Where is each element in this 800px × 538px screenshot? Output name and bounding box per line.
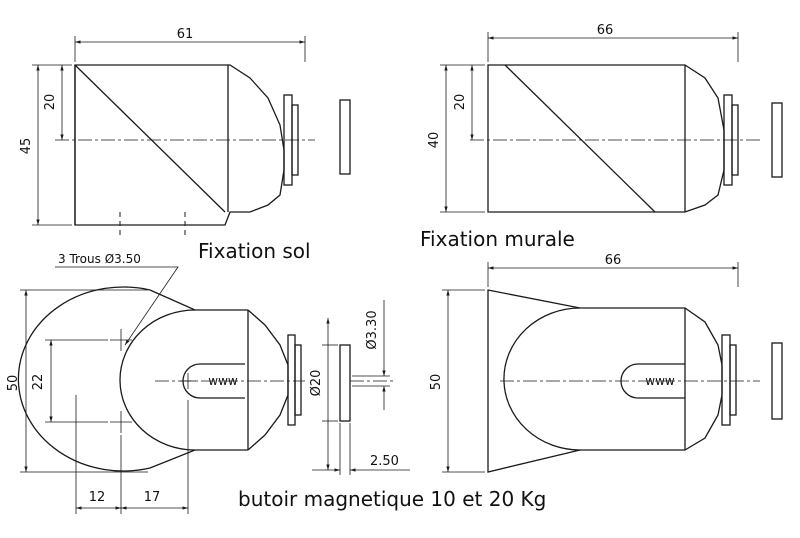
mounting-holes [110, 329, 132, 433]
view-wall-plan: www 66 50 [429, 253, 783, 473]
dim-offset-a: 12 [89, 490, 106, 505]
caption-wall-mount: Fixation murale [420, 227, 575, 251]
holes-note: 3 Trous Ø3.50 [58, 252, 141, 266]
dim-wall-plan-height: 50 [429, 374, 444, 391]
dim-wall-width: 66 [597, 23, 614, 38]
dim-disc-thickness: 2.50 [370, 454, 399, 469]
floor-plan-base [17, 286, 151, 472]
dim-hole-spacing: 22 [31, 374, 46, 391]
caption-floor-mount: Fixation sol [198, 239, 311, 263]
svg-text:www: www [208, 374, 238, 388]
svg-text:www: www [645, 374, 675, 388]
dim-floor-height-half: 20 [43, 94, 58, 111]
floor-mount-body [74, 64, 285, 226]
floor-plan-body [247, 309, 289, 451]
view-wall-mount: 66 40 20 Fixation murale [420, 23, 783, 251]
wall-plan-disc [771, 342, 783, 420]
plan-disc [339, 344, 351, 422]
dim-wall-plan-width: 66 [605, 253, 622, 268]
floor-mount-disc [339, 99, 351, 175]
wall-mount-body [487, 64, 725, 213]
wall-mount-disc [771, 102, 783, 178]
dim-disc-diameter: Ø20 [309, 370, 324, 397]
dim-floor-width: 61 [177, 27, 194, 42]
dim-wall-height-half: 20 [453, 94, 468, 111]
dim-floor-height-total: 45 [19, 138, 34, 155]
dim-hole-diameter: Ø3.30 [365, 310, 380, 349]
dim-wall-height-total: 40 [427, 132, 442, 149]
view-floor-plan: www 3 Trous Ø3.50 50 22 12 17 Ø20 [6, 252, 410, 514]
wall-mount-diagonal [504, 64, 656, 213]
view-floor-mount: 61 45 20 Fixation sol [19, 27, 351, 263]
caption-product: butoir magnetique 10 et 20 Kg [238, 487, 546, 511]
dim-plan-height-total: 50 [6, 375, 21, 392]
floor-mount-diagonal [74, 64, 226, 213]
dim-offset-b: 17 [144, 490, 161, 505]
